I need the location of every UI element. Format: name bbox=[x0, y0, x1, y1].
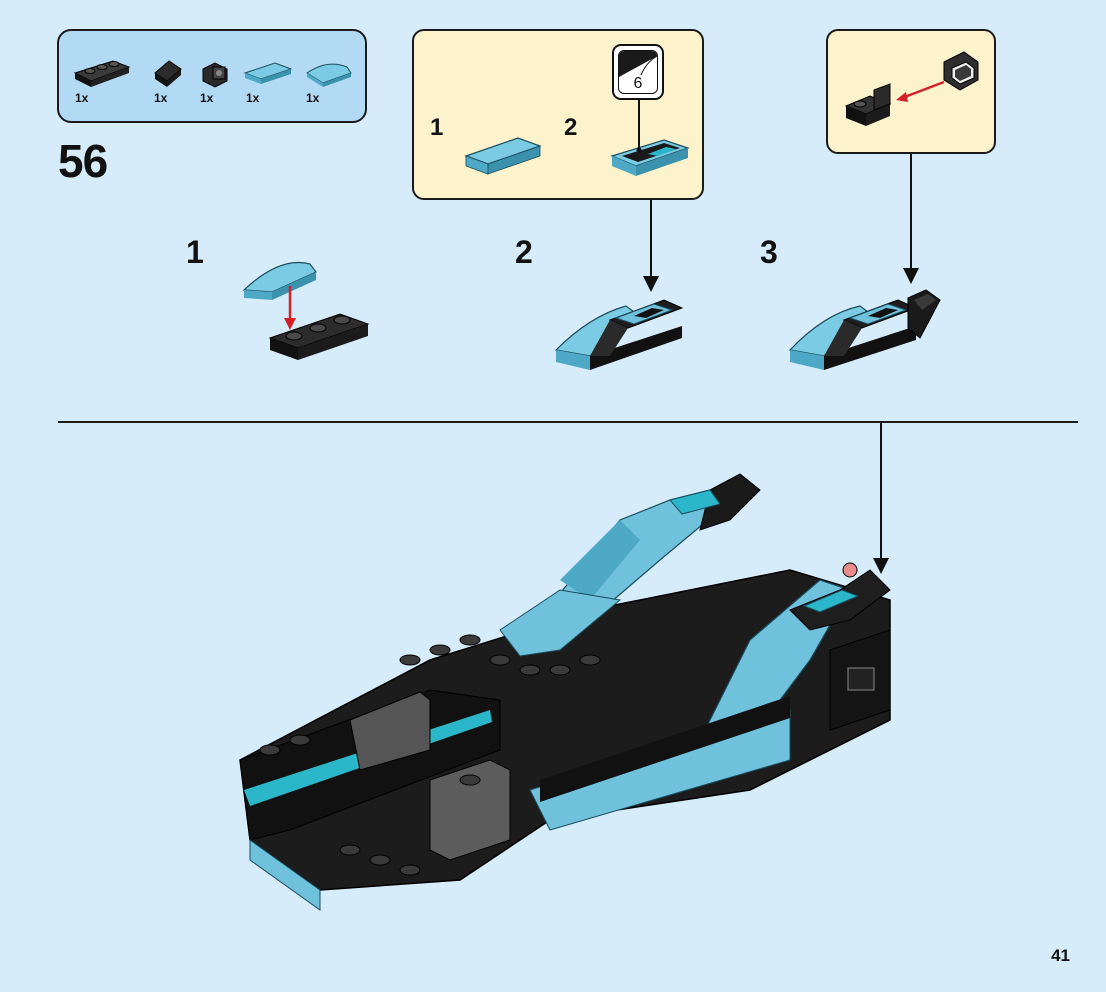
sticker-graphic-icon bbox=[619, 51, 657, 77]
azure-tile-with-sticker-icon bbox=[610, 139, 690, 176]
bracket-callout-box bbox=[826, 29, 996, 154]
sticker-reference-tag: 6 bbox=[612, 44, 664, 100]
black-plate-1x3-icon bbox=[73, 60, 131, 87]
section-divider bbox=[58, 421, 1078, 423]
substep-2-number: 2 bbox=[515, 234, 533, 270]
part-qty: 1x bbox=[306, 91, 320, 105]
substep-2-assembly bbox=[554, 299, 684, 370]
part-qty: 1x bbox=[75, 91, 89, 105]
bracket-slope-assembly-icon bbox=[844, 51, 979, 126]
sticker-preview: 6 bbox=[618, 50, 658, 94]
race-car-model bbox=[239, 473, 891, 911]
substep-3-assembly bbox=[788, 289, 941, 370]
step-number: 56 bbox=[58, 135, 108, 187]
callout-substep-2: 2 bbox=[564, 114, 578, 141]
parts-list-box: 1x 1x 1x 1x 1x bbox=[57, 29, 367, 123]
black-slope-icon bbox=[154, 60, 182, 87]
azure-tile-icon bbox=[464, 137, 542, 175]
part-qty: 1x bbox=[246, 91, 260, 105]
azure-tile-1x2-icon bbox=[243, 62, 293, 84]
part-qty: 1x bbox=[200, 91, 214, 105]
azure-curved-slope-icon bbox=[306, 63, 352, 87]
callout-substep-1: 1 bbox=[430, 114, 444, 141]
page-number: 41 bbox=[1051, 946, 1070, 965]
substep-1-number: 1 bbox=[186, 234, 204, 270]
substep-3-number: 3 bbox=[760, 234, 778, 270]
part-qty: 1x bbox=[154, 91, 168, 105]
black-bracket-icon bbox=[202, 62, 228, 88]
substep-1-assembly bbox=[242, 261, 370, 360]
sticker-number: 6 bbox=[633, 75, 643, 92]
